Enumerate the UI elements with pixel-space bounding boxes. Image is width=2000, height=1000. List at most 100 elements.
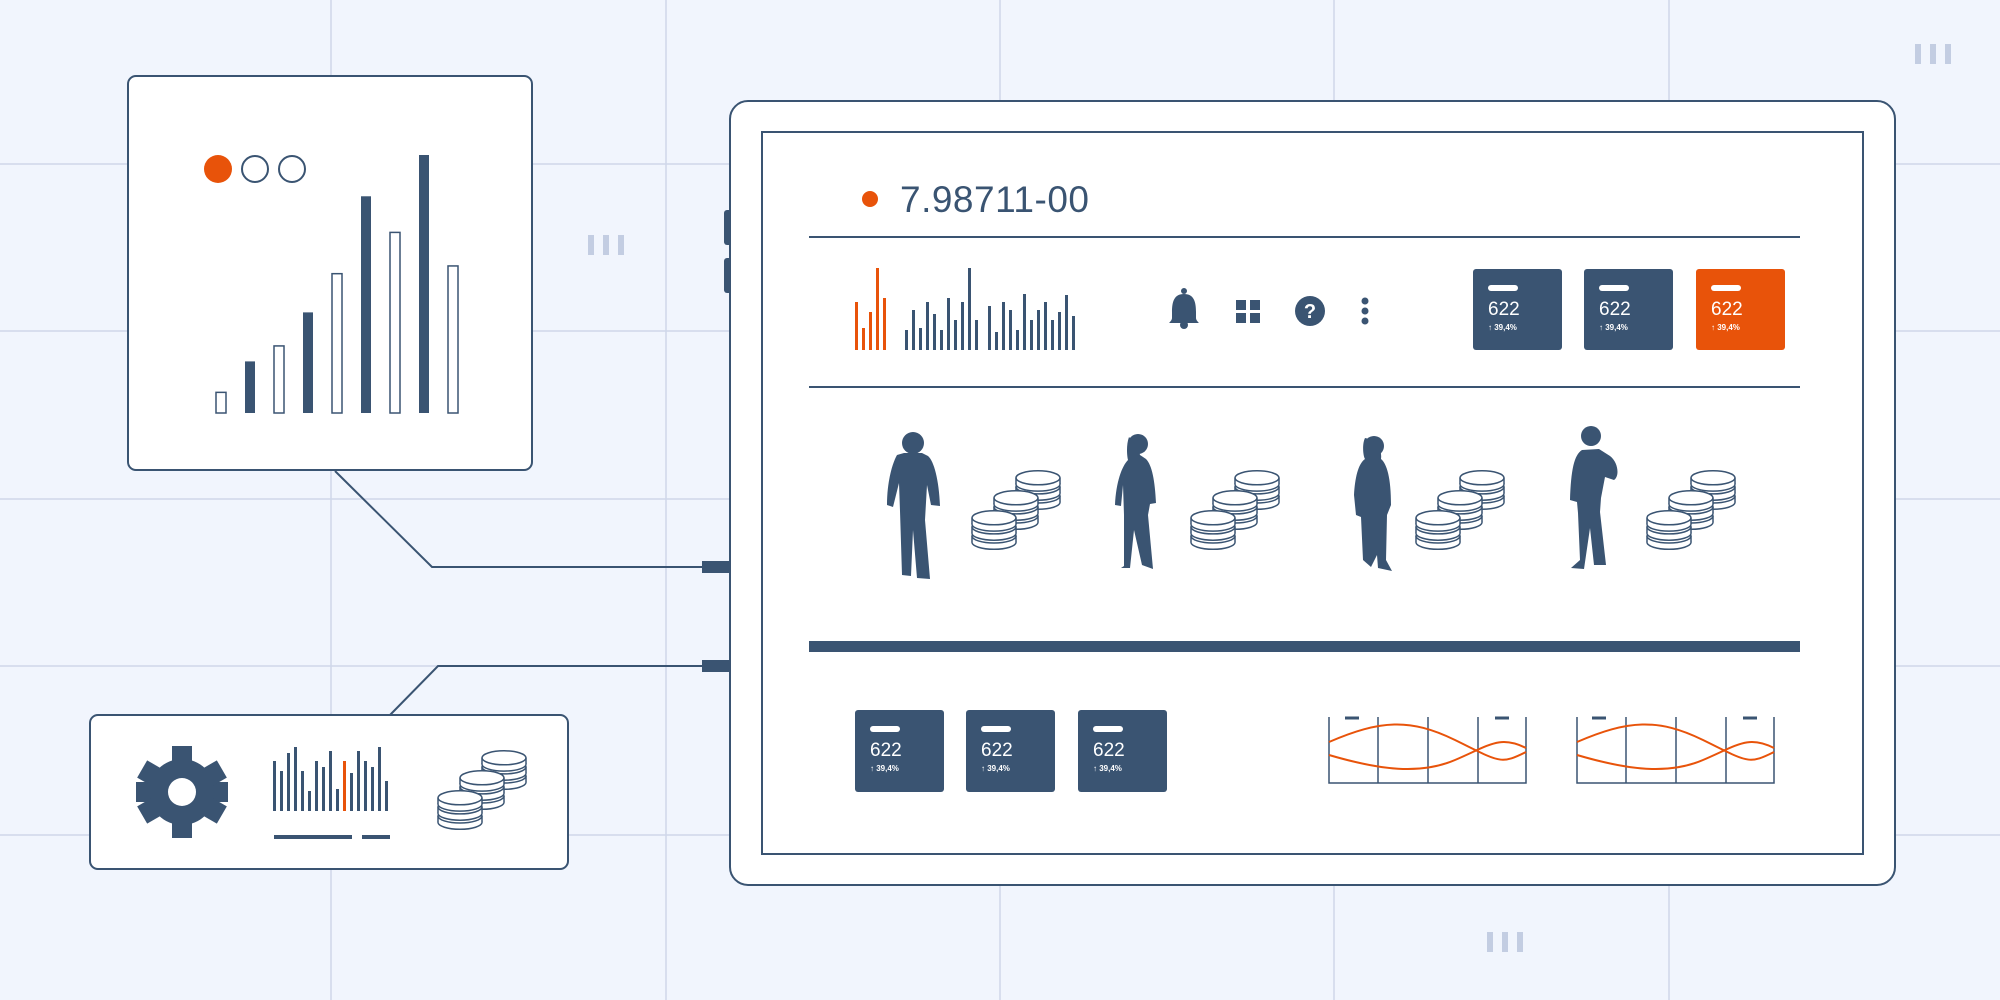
person-silhouette — [1354, 436, 1392, 571]
settings-panel — [89, 714, 569, 870]
mini-bar — [343, 761, 346, 811]
bar — [389, 231, 401, 414]
mini-bar — [378, 747, 381, 811]
activity-bars — [273, 747, 388, 811]
coin-stack — [1646, 470, 1736, 551]
mini-bar — [1030, 320, 1033, 350]
decor-ticks — [588, 44, 1951, 952]
mini-bar — [294, 747, 297, 811]
mini-bar — [371, 767, 374, 811]
mini-bar — [1016, 330, 1019, 350]
metric-card[interactable]: 622 ↑ 39,4% — [1696, 269, 1785, 350]
mini-bar — [947, 298, 950, 350]
mini-bar — [940, 330, 943, 350]
card-delta: ↑ 39,4% — [981, 764, 1010, 773]
mini-bar — [287, 753, 290, 811]
bar-chart — [215, 155, 459, 414]
metric-card[interactable]: 622 ↑ 39,4% — [855, 710, 944, 792]
person-silhouette — [1570, 426, 1618, 569]
metric-card[interactable]: 622 ↑ 39,4% — [1473, 269, 1562, 350]
mini-bar — [315, 761, 318, 811]
card-delta: ↑ 39,4% — [1093, 764, 1122, 773]
inactive-dot — [241, 155, 269, 183]
bar — [419, 155, 429, 413]
mini-bar — [336, 789, 339, 811]
mini-bar — [869, 312, 872, 350]
gear-icon[interactable] — [136, 746, 228, 838]
mini-bar — [975, 320, 978, 350]
mini-bar — [1009, 310, 1012, 350]
status-dot — [862, 191, 878, 207]
mini-bar — [1058, 312, 1061, 350]
card-delta: ↑ 39,4% — [1711, 323, 1740, 332]
bar — [273, 345, 285, 414]
mini-bar — [329, 751, 332, 811]
mini-bar — [273, 761, 276, 811]
coin-stacks — [971, 470, 1736, 551]
account-number: 7.98711-00 — [900, 179, 1090, 220]
metric-card[interactable]: 622↑ 39,4% — [1078, 710, 1167, 792]
mini-bar — [883, 298, 886, 350]
card-delta: ↑ 39,4% — [1488, 323, 1517, 332]
mini-bar — [961, 302, 964, 350]
mini-bar — [855, 302, 858, 350]
coin-stack — [437, 750, 527, 831]
svg-text:?: ? — [1304, 301, 1316, 323]
inactive-dot — [278, 155, 306, 183]
chart-panel — [127, 75, 533, 471]
mini-bar — [301, 771, 304, 811]
mini-bar — [876, 268, 879, 350]
mini-bar — [1002, 302, 1005, 350]
mini-bar — [322, 767, 325, 811]
card-delta: ↑ 39,4% — [1599, 323, 1628, 332]
more-vertical-icon[interactable] — [1361, 297, 1369, 325]
mini-bar — [385, 781, 388, 811]
person-silhouette — [1115, 434, 1156, 569]
bar — [215, 391, 227, 414]
metric-card[interactable]: 622 ↑ 39,4% — [1584, 269, 1673, 350]
card-value: 622 — [1488, 299, 1520, 320]
card-value: 622 — [870, 740, 902, 761]
bar — [447, 265, 459, 414]
mini-bar — [912, 310, 915, 350]
coin-stack — [1190, 470, 1280, 551]
grid-icon[interactable] — [1236, 300, 1260, 323]
card-delta: ↑ 39,4% — [870, 764, 899, 773]
mini-bar — [995, 332, 998, 350]
bar — [245, 361, 255, 413]
mini-bar — [280, 771, 283, 811]
mini-bar — [1072, 316, 1075, 350]
bar — [331, 272, 343, 414]
bar — [303, 312, 313, 413]
active-dot — [204, 155, 232, 183]
card-label-bar — [1093, 726, 1123, 732]
mini-bar — [364, 761, 367, 811]
mini-bar — [1065, 295, 1068, 350]
card-value: 622 — [1711, 299, 1743, 320]
activity-bars — [855, 268, 1075, 350]
mini-bar — [357, 751, 360, 811]
metric-card[interactable]: 622↑ 39,4% — [966, 710, 1055, 792]
card-label-bar — [870, 726, 900, 732]
mini-bar — [308, 791, 311, 811]
help-icon[interactable]: ? — [1295, 296, 1325, 326]
mini-bar — [350, 773, 353, 811]
card-label-bar — [981, 726, 1011, 732]
card-value: 622 — [1599, 299, 1631, 320]
card-label-bar — [1488, 285, 1518, 291]
mini-bar — [933, 314, 936, 350]
bell-icon[interactable] — [1169, 288, 1199, 329]
coin-stack — [437, 750, 527, 831]
mini-bar — [905, 330, 908, 350]
connector-lines — [334, 470, 702, 716]
card-label-bar — [1711, 285, 1741, 291]
mini-bar — [968, 268, 971, 350]
mini-bar — [1044, 302, 1047, 350]
mini-bar — [1051, 320, 1054, 350]
mini-bar — [926, 302, 929, 350]
wave-chart — [1576, 716, 1775, 784]
coin-stack — [1415, 470, 1505, 551]
mini-bar — [988, 306, 991, 350]
person-silhouette — [887, 432, 940, 579]
mini-bar — [862, 328, 865, 350]
